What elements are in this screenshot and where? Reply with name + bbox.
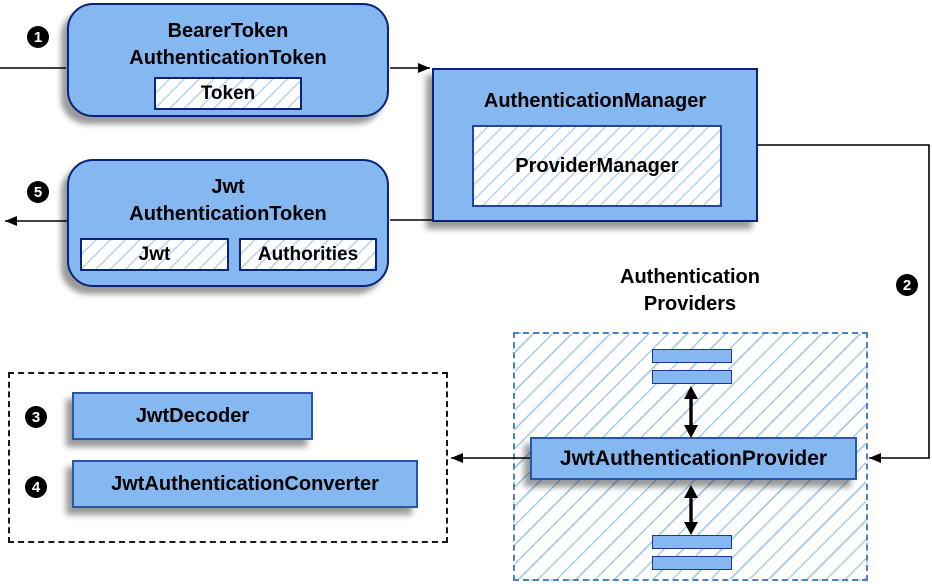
jwt-authentication-provider-node: JwtAuthenticationProvider: [530, 437, 857, 480]
jwt-decoder-node: JwtDecoder: [72, 392, 313, 440]
jwt-authentication-token-title: Jwt AuthenticationToken: [129, 176, 327, 225]
provider-stub-bar-top-1: [652, 349, 732, 363]
token-member: Token: [154, 77, 302, 110]
token-member-label: Token: [200, 82, 256, 104]
authorities-member-label: Authorities: [257, 243, 359, 265]
authentication-providers-label: Authentication Providers: [620, 266, 760, 315]
jwt-authentication-provider-label: JwtAuthenticationProvider: [559, 446, 828, 470]
provider-stub-bar-bottom-1: [652, 535, 732, 549]
bearer-token-authentication-token-node: BearerToken AuthenticationToken Token: [67, 3, 389, 117]
jwt-authentication-converter-node: JwtAuthenticationConverter: [72, 460, 418, 508]
provider-stub-bar-bottom-2: [652, 556, 732, 570]
step-4-badge: 4: [25, 476, 47, 498]
provider-manager-member: ProviderManager: [472, 125, 722, 207]
authentication-manager-node: AuthenticationManager ProviderManager: [432, 68, 758, 222]
step-2-badge: 2: [896, 274, 918, 296]
step-3-badge: 3: [25, 406, 47, 428]
authentication-manager-title: AuthenticationManager: [483, 90, 707, 112]
provider-stub-bar-top-2: [652, 370, 732, 384]
authorities-member: Authorities: [239, 238, 377, 271]
step-1-badge: 1: [27, 26, 49, 48]
jwt-member: Jwt: [80, 238, 229, 271]
jwt-decoder-label: JwtDecoder: [135, 404, 250, 427]
provider-manager-label: ProviderManager: [515, 154, 679, 177]
jwt-authentication-token-node: Jwt AuthenticationToken Jwt Authorities: [67, 159, 389, 287]
step-5-badge: 5: [27, 181, 49, 203]
jwt-member-label: Jwt: [138, 243, 171, 265]
bearer-token-authentication-token-title: BearerToken AuthenticationToken: [129, 20, 327, 69]
jwt-authentication-converter-label: JwtAuthenticationConverter: [111, 472, 379, 495]
